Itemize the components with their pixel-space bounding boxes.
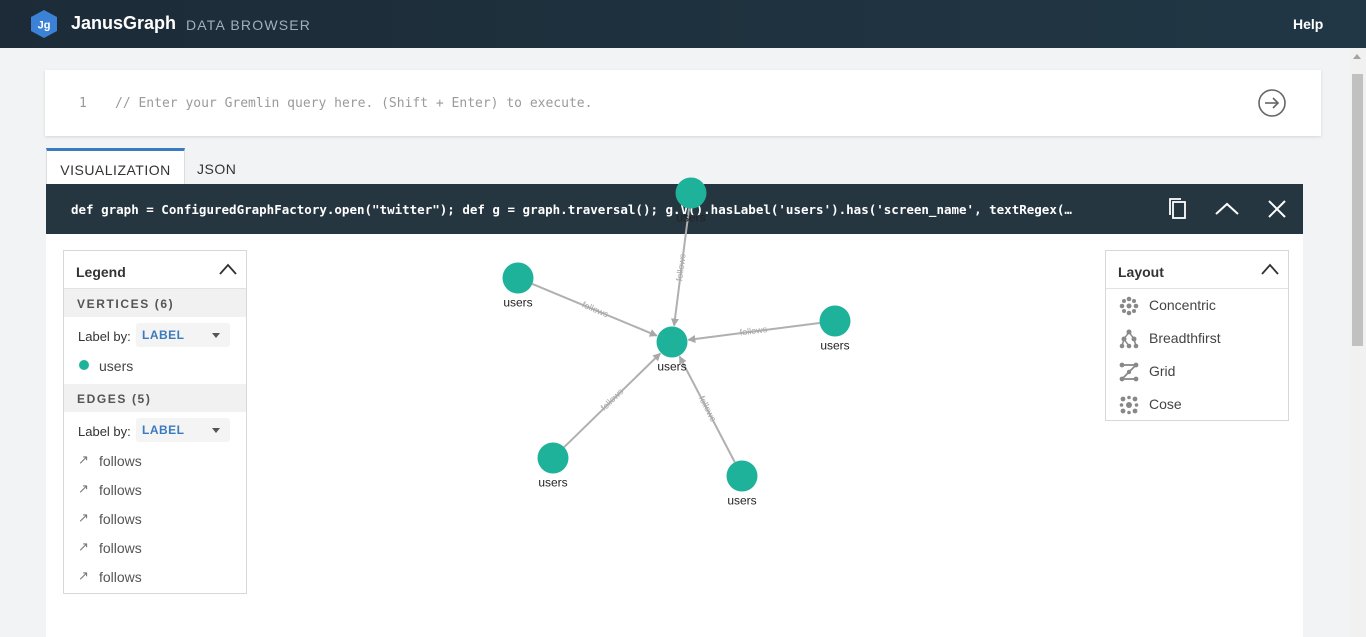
vertex-label-by-value: LABEL bbox=[142, 328, 185, 342]
layout-header[interactable]: Layout bbox=[1106, 251, 1288, 289]
graph-edge[interactable] bbox=[678, 355, 736, 463]
vertex-label-by: Label by: LABEL bbox=[64, 317, 246, 350]
edge-arrow-icon: ↗ bbox=[78, 452, 89, 467]
graph-node-label: users bbox=[820, 339, 849, 353]
graph-node[interactable] bbox=[726, 460, 758, 492]
edge-arrow-icon: ↗ bbox=[78, 568, 89, 583]
graph-node-label: users bbox=[503, 296, 532, 310]
graph-canvas[interactable]: follows follows follows follows follows user… bbox=[46, 177, 1303, 637]
tab-json[interactable]: JSON bbox=[197, 161, 237, 177]
legend-edge-label: follows bbox=[99, 453, 142, 469]
legend-edge-label: follows bbox=[99, 482, 142, 498]
graph-edge-label: follows bbox=[697, 394, 719, 423]
layout-option-cose[interactable]: Cose bbox=[1106, 388, 1288, 421]
edge-arrow-icon: ↗ bbox=[78, 510, 89, 525]
chevron-up-icon[interactable] bbox=[1261, 263, 1279, 275]
dropdown-caret-icon bbox=[212, 428, 220, 433]
app-subtitle: DATA BROWSER bbox=[186, 17, 312, 33]
graph-node-label: users bbox=[676, 211, 705, 225]
gremlin-query-editor: 1 bbox=[45, 70, 1321, 136]
graph-edge-label: follows bbox=[581, 300, 611, 320]
layout-panel: Layout Concentric Breadthfirst bbox=[1105, 250, 1289, 421]
legend-edge-item: ↗ follows bbox=[64, 445, 246, 474]
close-icon[interactable] bbox=[1264, 196, 1290, 222]
graph-edge-label: follows bbox=[674, 253, 687, 282]
edge-label-by-value: LABEL bbox=[142, 423, 185, 437]
graph-edge[interactable] bbox=[687, 321, 820, 343]
legend-edge-label: follows bbox=[99, 540, 142, 556]
graph-edge-label: follows bbox=[599, 386, 626, 413]
graph-node[interactable] bbox=[675, 177, 707, 209]
help-link[interactable]: Help bbox=[1293, 16, 1324, 32]
graph-visualization[interactable]: follows follows follows follows follows user… bbox=[46, 177, 1303, 637]
edge-arrow-icon: ↗ bbox=[78, 539, 89, 554]
executed-query-bar: def graph = ConfiguredGraphFactory.open(… bbox=[46, 184, 1303, 234]
legend-edge-item: ↗ follows bbox=[64, 503, 246, 532]
graph-edge-label: follows bbox=[739, 324, 768, 337]
legend-edge-label: follows bbox=[99, 511, 142, 527]
graph-node-label: users bbox=[657, 360, 686, 374]
graph-node-label: users bbox=[727, 494, 756, 508]
layout-option-label: Grid bbox=[1149, 363, 1176, 379]
graph-node[interactable] bbox=[502, 262, 534, 294]
legend-edge-item: ↗ follows bbox=[64, 532, 246, 561]
chevron-up-icon[interactable] bbox=[219, 263, 237, 275]
graph-node-label: users bbox=[538, 476, 567, 490]
legend-edge-item: ↗ follows bbox=[64, 561, 246, 590]
legend-vertex-item: users bbox=[64, 350, 246, 380]
scroll-up-arrow-icon[interactable] bbox=[1353, 54, 1361, 59]
vertex-label-by-text: Label by: bbox=[78, 329, 131, 344]
line-number: 1 bbox=[79, 96, 87, 111]
collapse-icon[interactable] bbox=[1214, 196, 1240, 222]
legend-header[interactable]: Legend bbox=[64, 251, 246, 289]
layout-option-breadthfirst[interactable]: Breadthfirst bbox=[1106, 322, 1288, 355]
edge-label-by-select[interactable]: LABEL bbox=[136, 418, 230, 442]
layout-option-label: Concentric bbox=[1149, 297, 1216, 313]
layout-title: Layout bbox=[1118, 264, 1164, 280]
execute-query-icon[interactable] bbox=[1257, 88, 1287, 118]
legend-vertex-label: users bbox=[99, 358, 134, 374]
page-scrollbar[interactable] bbox=[1349, 48, 1366, 637]
legend-title: Legend bbox=[76, 264, 126, 280]
graph-node[interactable] bbox=[537, 442, 569, 474]
graph-edge[interactable] bbox=[671, 208, 691, 327]
legend-edge-label: follows bbox=[99, 569, 142, 585]
breadthfirst-layout-icon bbox=[1119, 329, 1139, 349]
legend-edge-item: ↗ follows bbox=[64, 474, 246, 503]
layout-option-concentric[interactable]: Concentric bbox=[1106, 289, 1288, 322]
cose-layout-icon bbox=[1119, 395, 1139, 415]
legend-panel: Legend VERTICES (6) Label by: LABEL user… bbox=[63, 250, 247, 594]
scroll-thumb[interactable] bbox=[1352, 74, 1363, 346]
concentric-layout-icon bbox=[1119, 296, 1139, 316]
gremlin-query-input[interactable] bbox=[115, 90, 1235, 116]
vertices-section-header: VERTICES (6) bbox=[64, 289, 246, 317]
edge-label-by-text: Label by: bbox=[78, 424, 131, 439]
copy-icon[interactable] bbox=[1165, 196, 1191, 222]
tab-visualization[interactable]: VISUALIZATION bbox=[46, 148, 185, 184]
layout-option-label: Cose bbox=[1149, 396, 1182, 412]
layout-option-grid[interactable]: Grid bbox=[1106, 355, 1288, 388]
graph-node[interactable] bbox=[656, 326, 688, 358]
vertex-label-by-select[interactable]: LABEL bbox=[136, 323, 230, 347]
grid-layout-icon bbox=[1119, 362, 1139, 382]
vertex-color-dot-icon bbox=[79, 360, 89, 370]
graph-edge[interactable] bbox=[531, 283, 658, 337]
edges-section-header: EDGES (5) bbox=[64, 384, 246, 412]
logo-text: Jg bbox=[38, 20, 51, 32]
edge-arrow-icon: ↗ bbox=[78, 481, 89, 496]
executed-query-text: def graph = ConfiguredGraphFactory.open(… bbox=[71, 202, 1072, 217]
top-navbar: Jg JanusGraph DATA BROWSER Help bbox=[0, 0, 1366, 48]
graph-node[interactable] bbox=[819, 305, 851, 337]
result-panel: VISUALIZATION JSON def graph = Configure… bbox=[46, 148, 1303, 637]
brand-name: JanusGraph bbox=[71, 13, 177, 33]
result-tabs: VISUALIZATION JSON bbox=[46, 148, 1303, 184]
dropdown-caret-icon bbox=[212, 333, 220, 338]
janusgraph-logo-icon: Jg bbox=[31, 10, 57, 38]
layout-option-label: Breadthfirst bbox=[1149, 330, 1221, 346]
edge-label-by: Label by: LABEL bbox=[64, 412, 246, 445]
graph-edge[interactable] bbox=[563, 352, 661, 448]
